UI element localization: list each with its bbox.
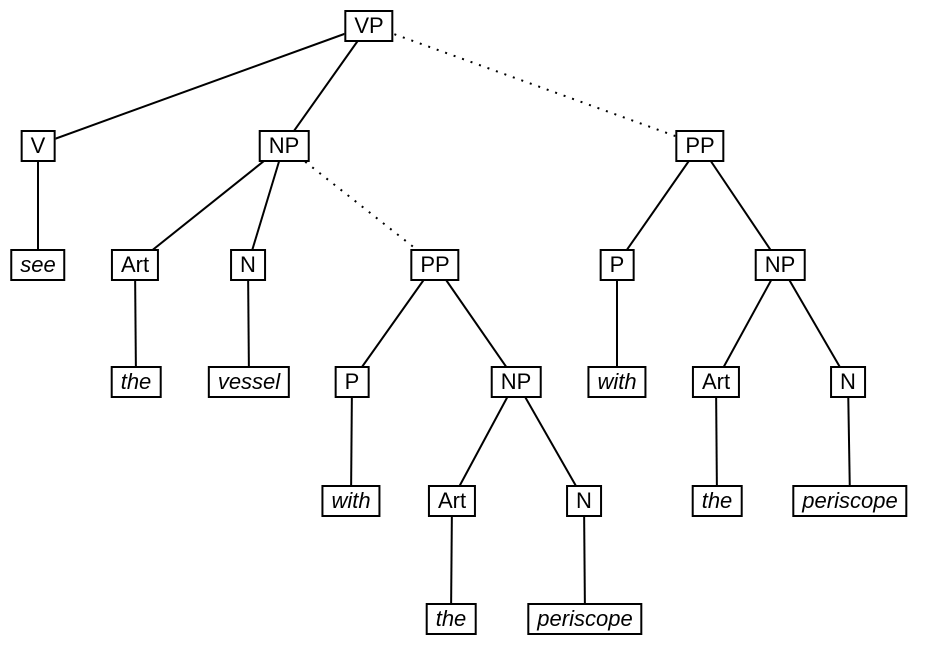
edge-np-pp-mid (283, 144, 436, 265)
leaf-the-bottom: the (425, 603, 477, 635)
node-n-left: N (230, 249, 266, 281)
edge-artmid-the (450, 499, 453, 619)
node-np-object: NP (258, 130, 310, 162)
edge-np-art (134, 144, 285, 265)
leaf-see: see (10, 249, 66, 281)
node-v: V (20, 130, 56, 162)
node-art-left: Art (110, 249, 160, 281)
edge-n-vessel (247, 263, 250, 382)
edge-art-the (134, 263, 137, 382)
node-pp-right: PP (675, 130, 725, 162)
edge-nmid-periscope (583, 499, 586, 619)
edge-nright-periscope (847, 380, 851, 501)
node-p-right: P (599, 249, 635, 281)
edge-npright-n (779, 263, 849, 382)
node-np-right: NP (754, 249, 806, 281)
node-vp-root: VP (344, 10, 394, 42)
edge-pmid-with (350, 380, 353, 501)
node-n-right: N (830, 366, 866, 398)
node-p-mid: P (334, 366, 370, 398)
node-np-mid: NP (490, 366, 542, 398)
node-pp-mid: PP (410, 249, 460, 281)
edge-ppright-p (616, 144, 701, 265)
leaf-periscope-right: periscope (792, 485, 908, 517)
leaf-with-right: with (587, 366, 647, 398)
node-art-right: Art (691, 366, 741, 398)
edge-artright-the (715, 380, 718, 501)
edge-npmid-n (515, 380, 585, 501)
edge-npmid-art (451, 380, 517, 501)
edge-ppmid-np (434, 263, 517, 382)
node-art-mid: Art (427, 485, 477, 517)
leaf-the-left: the (110, 366, 162, 398)
edge-ppright-np (699, 144, 781, 265)
leaf-vessel: vessel (207, 366, 291, 398)
edge-ppmid-p (351, 263, 436, 382)
edge-vp-v (37, 24, 370, 146)
leaf-with-mid: with (321, 485, 381, 517)
edge-vp-np (283, 24, 370, 146)
edge-npright-art (715, 263, 781, 382)
edge-vp-pp-right (368, 24, 701, 146)
leaf-periscope-bottom: periscope (527, 603, 643, 635)
edge-np-n (247, 144, 285, 265)
leaf-the-right: the (691, 485, 743, 517)
node-n-mid: N (566, 485, 602, 517)
